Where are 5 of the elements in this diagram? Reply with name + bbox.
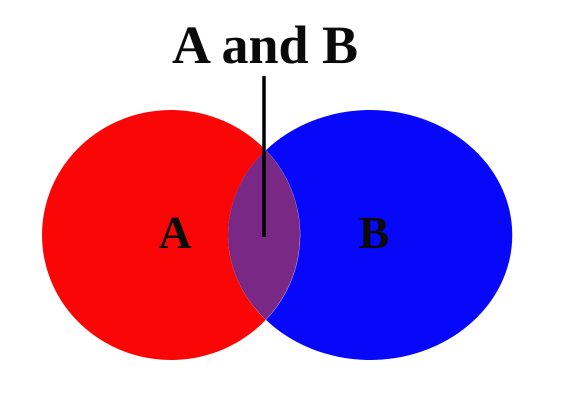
leader-line — [262, 76, 266, 237]
intersection-label: A and B — [172, 18, 358, 72]
set-label: B — [358, 210, 390, 256]
intersection-region — [228, 150, 300, 320]
set-label: A — [158, 210, 192, 256]
